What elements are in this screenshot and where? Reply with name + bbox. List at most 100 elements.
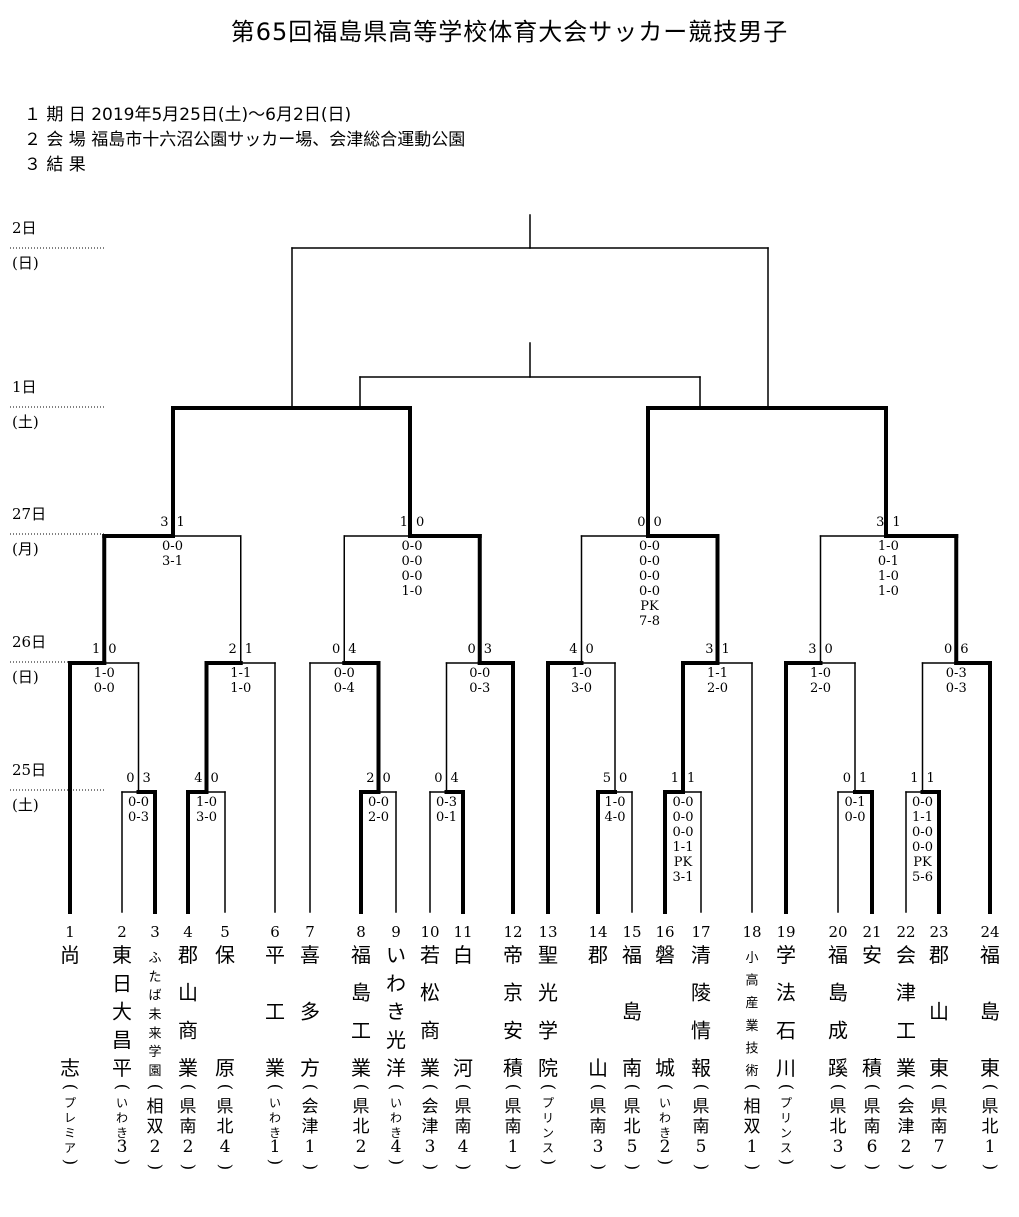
team-name-char: わ bbox=[386, 971, 406, 995]
team-league-char: い bbox=[390, 1096, 402, 1110]
team-league-char: ス bbox=[780, 1141, 792, 1155]
team-number: 8 bbox=[356, 923, 366, 941]
team-league-char: ( bbox=[386, 1084, 406, 1091]
team-league-char: ) bbox=[622, 1164, 642, 1171]
team-league-char: ) bbox=[776, 1159, 796, 1166]
score-left: 3 bbox=[705, 642, 713, 657]
team-league-char: 4 bbox=[458, 1137, 469, 1157]
period-score: 0-0 bbox=[912, 840, 933, 855]
score-right: 0 bbox=[619, 771, 627, 786]
team-league-char: 6 bbox=[867, 1137, 878, 1157]
team-league-char: 南 bbox=[590, 1117, 607, 1137]
team-name-char: 帝 bbox=[503, 943, 523, 967]
team-league-char: ) bbox=[742, 1164, 762, 1171]
team-league-char: ) bbox=[265, 1159, 285, 1166]
team-name-char: 山 bbox=[178, 981, 198, 1005]
team-name-char: 河 bbox=[453, 1056, 473, 1080]
score-left: 5 bbox=[603, 771, 611, 786]
team-name-char: 商 bbox=[178, 1018, 198, 1042]
period-score: 0-0 bbox=[94, 681, 115, 696]
period-score: 2-0 bbox=[368, 810, 389, 825]
team-league-char: ) bbox=[929, 1164, 949, 1171]
team-league-char: ( bbox=[622, 1084, 642, 1091]
team-league-char: 県 bbox=[864, 1097, 881, 1117]
team-league-char: ( bbox=[828, 1084, 848, 1091]
score-left: 3 bbox=[160, 515, 168, 530]
team-name-char: 会 bbox=[896, 943, 916, 967]
team-league-char: 1 bbox=[747, 1137, 758, 1157]
team-name-char: 園 bbox=[148, 1064, 161, 1079]
period-score: 1-0 bbox=[810, 666, 831, 681]
team-name-char: 学 bbox=[538, 1018, 558, 1042]
team-name-char: 積 bbox=[503, 1056, 523, 1080]
team-name-char: 大 bbox=[112, 1000, 132, 1024]
team-league-char: 3 bbox=[117, 1137, 128, 1157]
team-league-char: ) bbox=[503, 1164, 523, 1171]
score-right: 1 bbox=[687, 771, 695, 786]
score-right: 0 bbox=[416, 515, 424, 530]
team-name-char: 清 bbox=[691, 943, 711, 967]
period-score: 1-0 bbox=[878, 584, 899, 599]
team-name-char: 院 bbox=[538, 1056, 558, 1080]
team-league-char: 5 bbox=[696, 1137, 707, 1157]
team-league-char: き bbox=[269, 1126, 281, 1140]
score-right: 4 bbox=[451, 771, 459, 786]
team-number: 11 bbox=[453, 923, 472, 941]
team-name-char: 術 bbox=[745, 1064, 758, 1079]
team-name-char: 平 bbox=[265, 943, 285, 967]
team-league-char: ) bbox=[145, 1164, 165, 1171]
team-league-char: ア bbox=[64, 1141, 76, 1155]
team-league-char: プ bbox=[542, 1096, 554, 1110]
period-score: 0-3 bbox=[946, 666, 967, 681]
team-league-char: 南 bbox=[455, 1117, 472, 1137]
info-venue: ２ 会 場 福島市十六沼公園サッカー場、会津総合運動公園 bbox=[24, 130, 466, 150]
day-weekday: (月) bbox=[12, 540, 39, 558]
team-number: 22 bbox=[896, 923, 915, 941]
team-number: 9 bbox=[391, 923, 401, 941]
team-league-char: ) bbox=[112, 1159, 132, 1166]
period-score: PK bbox=[913, 855, 932, 870]
score-left: 3 bbox=[808, 642, 816, 657]
score-left: 0 bbox=[434, 771, 442, 786]
team-name-char: 島 bbox=[622, 1000, 642, 1024]
team-league-char: ) bbox=[453, 1164, 473, 1171]
team-league-char: 5 bbox=[627, 1137, 638, 1157]
team-league-char: 南 bbox=[505, 1117, 522, 1137]
page-title: 第65回福島県高等学校体育大会サッカー競技男子 bbox=[230, 18, 789, 46]
team-league-char: ) bbox=[980, 1164, 1000, 1171]
team-league-char: 津 bbox=[422, 1117, 439, 1137]
team-number: 4 bbox=[183, 923, 193, 941]
team-league-char: ( bbox=[655, 1084, 675, 1091]
team-name-char: 情 bbox=[691, 1018, 711, 1042]
team-league-char: 会 bbox=[898, 1097, 915, 1117]
team-name-char: 原 bbox=[215, 1056, 235, 1080]
team-league-char: ( bbox=[300, 1084, 320, 1091]
period-score: 0-0 bbox=[845, 810, 866, 825]
period-score: 0-3 bbox=[946, 681, 967, 696]
team-league-char: 県 bbox=[982, 1097, 999, 1117]
team-name-char: 小 bbox=[745, 951, 758, 966]
team-league-char: ( bbox=[178, 1084, 198, 1091]
team-league-char: き bbox=[116, 1126, 128, 1140]
score-left: 1 bbox=[671, 771, 679, 786]
team-league-char: ミ bbox=[64, 1126, 76, 1140]
team-league-char: 2 bbox=[356, 1137, 367, 1157]
team-league-char: 県 bbox=[830, 1097, 847, 1117]
score-right: 0 bbox=[586, 642, 594, 657]
team-league-char: プ bbox=[780, 1096, 792, 1110]
team-league-char: ) bbox=[655, 1159, 675, 1166]
team-league-char: 県 bbox=[624, 1097, 641, 1117]
team-league-char: 2 bbox=[901, 1137, 912, 1157]
period-score: 0-1 bbox=[878, 554, 899, 569]
team-name-char: 福 bbox=[980, 943, 1000, 967]
team-name-char: 聖 bbox=[538, 943, 558, 967]
period-score: 0-3 bbox=[436, 795, 457, 810]
period-score: 0-4 bbox=[334, 681, 355, 696]
period-score: 0-0 bbox=[402, 554, 423, 569]
period-score: 0-0 bbox=[368, 795, 389, 810]
team-league-char: ( bbox=[896, 1084, 916, 1091]
team-league-char: リ bbox=[542, 1111, 554, 1125]
team-number: 3 bbox=[150, 923, 160, 941]
team-league-char: 県 bbox=[180, 1097, 197, 1117]
